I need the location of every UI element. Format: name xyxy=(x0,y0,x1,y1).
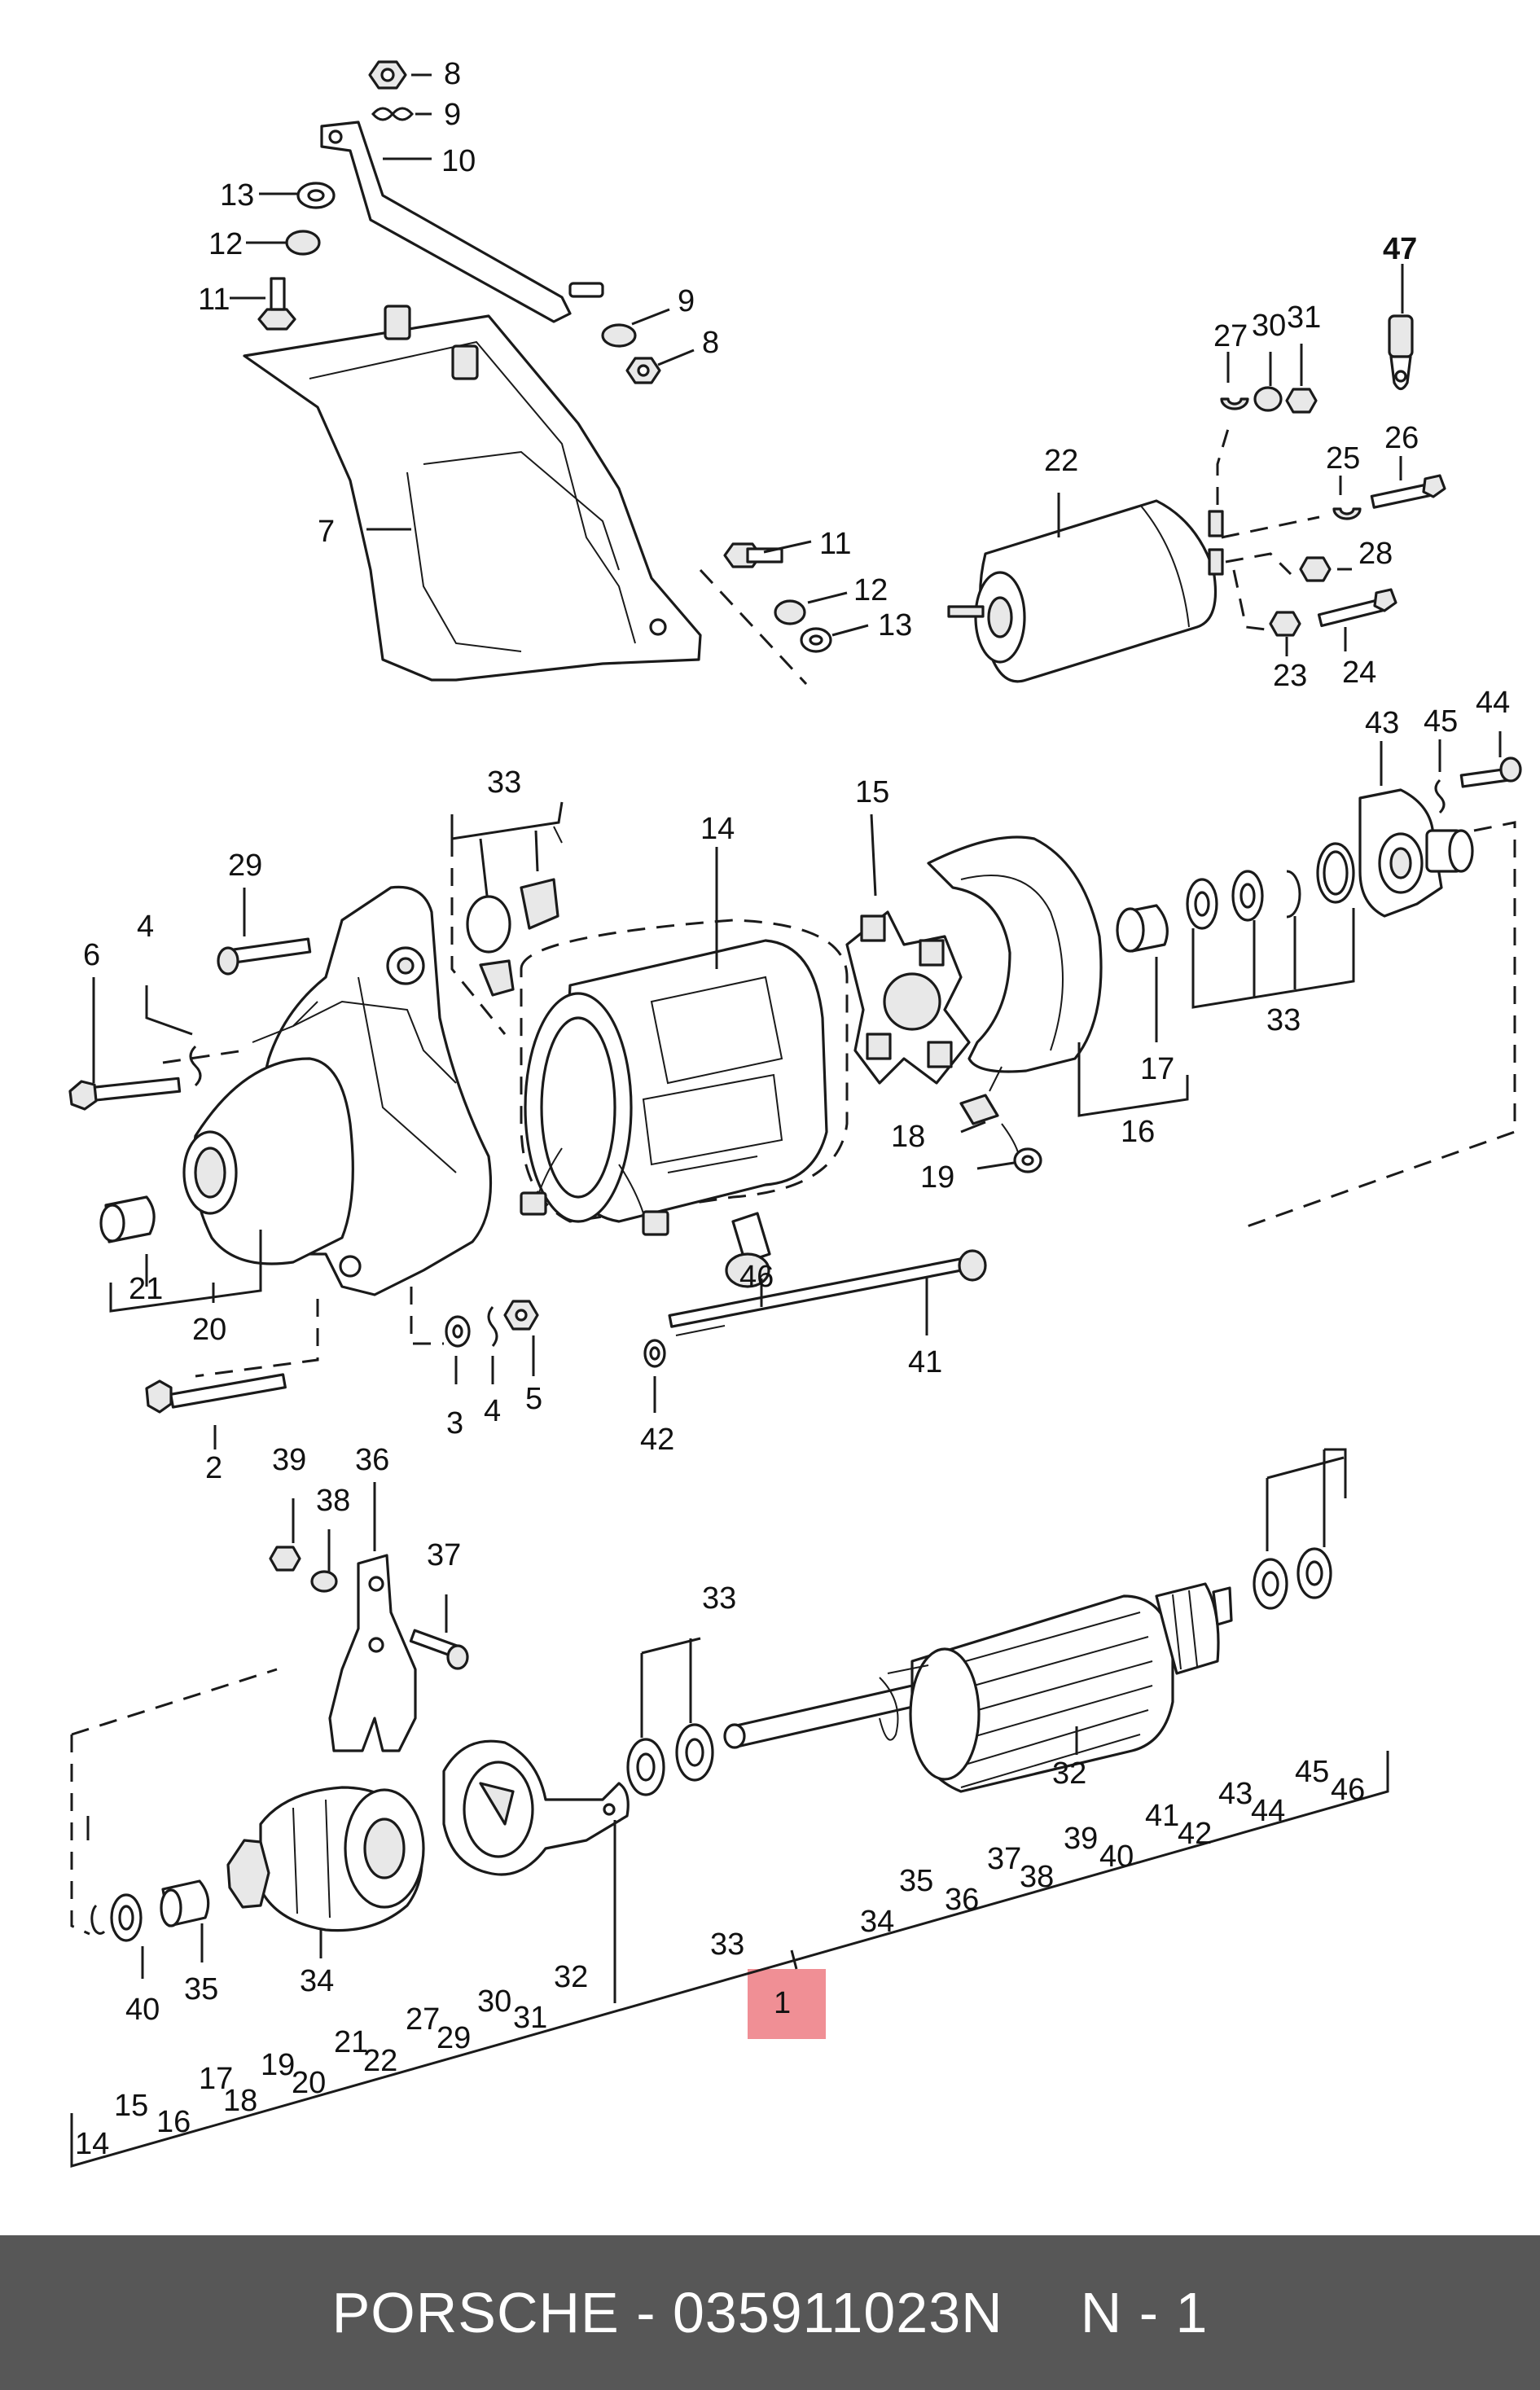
seq-19: 19 xyxy=(261,2048,295,2082)
callout-39: 39 xyxy=(272,1443,306,1477)
seq-14: 14 xyxy=(75,2127,109,2161)
callout-10: 10 xyxy=(441,144,476,178)
callout-4b: 4 xyxy=(484,1394,501,1428)
seq-22: 22 xyxy=(363,2044,397,2078)
callout-35: 35 xyxy=(184,1972,218,2006)
callout-38: 38 xyxy=(316,1484,350,1518)
drive-end-housing xyxy=(68,885,539,1414)
seq-44: 44 xyxy=(1251,1794,1285,1828)
callout-7: 7 xyxy=(318,515,335,549)
seq-27: 27 xyxy=(406,2002,440,2037)
callout-16: 16 xyxy=(1121,1115,1155,1149)
seq-16: 16 xyxy=(156,2105,191,2139)
seq-32: 32 xyxy=(554,1960,588,1994)
part-number-label: PORSCHE - 035911023N xyxy=(331,2281,1003,2344)
seq-31: 31 xyxy=(513,2001,547,2035)
callout-13: 13 xyxy=(220,178,254,213)
seq-36: 36 xyxy=(945,1883,979,1917)
seq-29: 29 xyxy=(437,2021,471,2055)
callout-12b: 12 xyxy=(853,573,888,607)
highlight-box xyxy=(748,1969,826,2039)
callout-19: 19 xyxy=(920,1160,954,1195)
seq-30: 30 xyxy=(477,1984,511,2019)
caption-bar: PORSCHE - 035911023N N - 1 xyxy=(0,2235,1540,2390)
callout-47: 47 xyxy=(1383,232,1417,266)
callout-41: 41 xyxy=(908,1345,942,1379)
callout-23: 23 xyxy=(1273,659,1307,693)
callout-9b: 9 xyxy=(678,284,695,318)
seq-35: 35 xyxy=(899,1864,933,1898)
callout-20: 20 xyxy=(192,1313,226,1347)
seq-41: 41 xyxy=(1145,1799,1179,1833)
callout-32: 32 xyxy=(1052,1756,1086,1791)
exploded-parts-diagram: 8 9 10 13 12 11 9 8 7 11 12 13 22 27 30 … xyxy=(68,57,1522,2168)
callout-27: 27 xyxy=(1213,319,1248,353)
callout-9: 9 xyxy=(444,98,461,132)
callout-33-top: 33 xyxy=(487,765,521,800)
callout-8b: 8 xyxy=(702,326,719,360)
callout-30: 30 xyxy=(1252,309,1286,343)
callout-14: 14 xyxy=(700,812,735,846)
callout-26: 26 xyxy=(1384,421,1419,455)
callout-29: 29 xyxy=(228,849,262,883)
callout-28: 28 xyxy=(1358,537,1393,571)
callout-45: 45 xyxy=(1424,704,1458,739)
seq-34: 34 xyxy=(860,1905,894,1939)
callout-31: 31 xyxy=(1287,300,1321,335)
seq-40: 40 xyxy=(1099,1840,1134,1874)
callout-40: 40 xyxy=(125,1993,160,2027)
callout-21: 21 xyxy=(129,1272,163,1306)
seq-33: 33 xyxy=(710,1927,744,1962)
leader-lines xyxy=(70,73,1502,2168)
callout-36: 36 xyxy=(355,1443,389,1477)
seq-21: 21 xyxy=(334,2025,368,2059)
callout-22: 22 xyxy=(1044,444,1078,478)
callout-4: 4 xyxy=(137,910,154,944)
callout-11: 11 xyxy=(198,283,230,317)
seq-46: 46 xyxy=(1331,1773,1365,1807)
callout-24: 24 xyxy=(1342,656,1376,690)
end-cover-group xyxy=(643,756,1522,1368)
armature-group xyxy=(70,1546,1332,1942)
callout-33-mid: 33 xyxy=(702,1581,736,1616)
seq-39: 39 xyxy=(1064,1822,1098,1856)
callout-42: 42 xyxy=(640,1423,674,1457)
seq-17: 17 xyxy=(199,2062,233,2096)
callout-18: 18 xyxy=(891,1120,925,1154)
callout-2: 2 xyxy=(205,1451,222,1485)
seq-1: 1 xyxy=(774,1986,791,2020)
callout-34: 34 xyxy=(300,1964,334,1998)
seq-45: 45 xyxy=(1295,1755,1329,1789)
callout-11b: 11 xyxy=(819,527,851,561)
callout-44: 44 xyxy=(1476,686,1510,720)
page-label: N - 1 xyxy=(1080,2281,1209,2344)
callout-37: 37 xyxy=(427,1538,461,1572)
callout-25: 25 xyxy=(1326,441,1360,476)
callout-12: 12 xyxy=(208,227,243,261)
callout-labels: 8 9 10 13 12 11 9 8 7 11 12 13 22 27 30 … xyxy=(75,57,1510,2161)
callout-3: 3 xyxy=(446,1406,463,1441)
seq-20: 20 xyxy=(292,2066,326,2100)
callout-46: 46 xyxy=(739,1260,774,1294)
seq-15: 15 xyxy=(114,2089,148,2123)
heat-shield-group xyxy=(243,60,832,686)
field-housing xyxy=(450,826,849,1288)
callout-33-right: 33 xyxy=(1266,1003,1301,1037)
seq-43: 43 xyxy=(1218,1777,1253,1811)
callout-5: 5 xyxy=(525,1382,542,1416)
callout-8: 8 xyxy=(444,57,461,91)
seq-42: 42 xyxy=(1178,1817,1212,1851)
seq-37: 37 xyxy=(987,1842,1021,1876)
callout-6: 6 xyxy=(83,938,100,972)
seq-18: 18 xyxy=(223,2084,257,2118)
callout-15: 15 xyxy=(855,775,889,809)
solenoid-group xyxy=(947,314,1446,683)
seq-38: 38 xyxy=(1020,1860,1054,1894)
callout-13b: 13 xyxy=(878,608,912,642)
callout-17: 17 xyxy=(1140,1052,1174,1086)
callout-43: 43 xyxy=(1365,706,1399,740)
